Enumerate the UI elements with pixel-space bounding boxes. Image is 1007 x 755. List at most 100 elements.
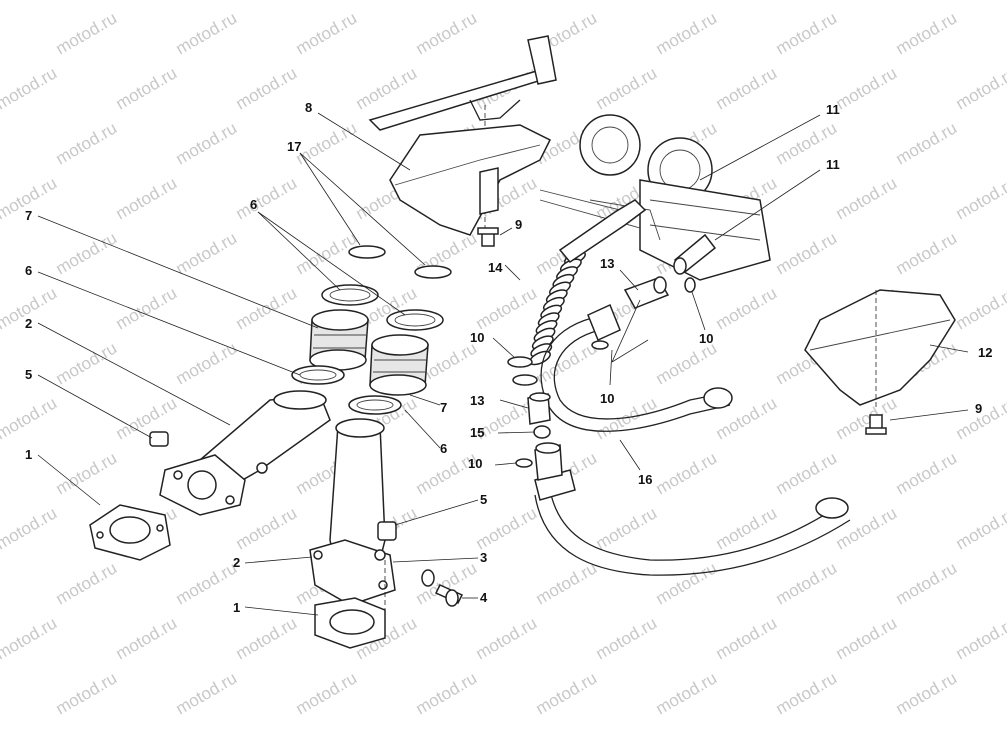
- watermark-text: motod.ru: [0, 503, 60, 553]
- callout-14: 14: [488, 260, 503, 275]
- valve-13-upper: [623, 276, 670, 309]
- watermark-text: motod.ru: [953, 613, 1007, 663]
- callout-3: 3: [480, 550, 487, 565]
- gasket-right: [314, 560, 386, 649]
- callout-7-left: 7: [25, 208, 32, 223]
- watermark-text: motod.ru: [953, 283, 1007, 333]
- callout-15: 15: [470, 425, 484, 440]
- watermark-text: motod.ru: [53, 228, 121, 278]
- watermark-text: motod.ru: [0, 0, 60, 3]
- callout-10-b: 10: [468, 456, 482, 471]
- watermark-text: motod.ru: [833, 63, 901, 113]
- watermark-text: motod.ru: [953, 0, 1007, 3]
- watermark-text: motod.ru: [473, 283, 541, 333]
- watermark-text: motod.ru: [413, 668, 481, 718]
- watermark-text: motod.ru: [773, 668, 841, 718]
- watermark-text: motod.ru: [773, 558, 841, 608]
- callout-9-front: 9: [515, 217, 522, 232]
- watermark-text: motod.ru: [953, 173, 1007, 223]
- hose-16: [540, 303, 733, 432]
- callout-10-d: 10: [699, 331, 713, 346]
- callout-11-a: 11: [826, 102, 840, 117]
- hose-joint: [534, 442, 563, 481]
- watermark-text: motod.ru: [113, 0, 181, 3]
- watermark-text: motod.ru: [773, 448, 841, 498]
- watermark-text: motod.ru: [53, 668, 121, 718]
- spring-washers: [348, 245, 452, 279]
- heat-shield-rear: [804, 289, 956, 410]
- bolt-9-rear: [865, 414, 887, 435]
- valve-13-lower: [527, 392, 551, 439]
- watermark-text: motod.ru: [833, 0, 901, 3]
- watermark-text: motod.ru: [53, 338, 121, 388]
- watermark-text: motod.ru: [53, 448, 121, 498]
- callout-13-a: 13: [600, 256, 614, 271]
- callout-11-b: 11: [826, 157, 840, 172]
- callout-10-a: 10: [470, 330, 484, 345]
- watermark-text: motod.ru: [173, 8, 241, 58]
- watermark-text: motod.ru: [953, 63, 1007, 113]
- watermark-text: motod.ru: [173, 338, 241, 388]
- watermark-text: motod.ru: [833, 173, 901, 223]
- watermark-text: motod.ru: [113, 393, 181, 443]
- watermark-text: motod.ru: [653, 558, 721, 608]
- watermark-text: motod.ru: [473, 613, 541, 663]
- callout-6-top: 6: [250, 197, 257, 212]
- callout-1-right: 1: [233, 600, 240, 615]
- hose-lower: [534, 469, 851, 576]
- watermark-text: motod.ru: [593, 503, 661, 553]
- callout-8: 8: [305, 100, 312, 115]
- watermark-text: motod.ru: [713, 613, 781, 663]
- watermark-text: motod.ru: [653, 668, 721, 718]
- callout-6-left: 6: [25, 263, 32, 278]
- watermark-text: motod.ru: [173, 118, 241, 168]
- watermark-text: motod.ru: [893, 558, 961, 608]
- watermark-text: motod.ru: [233, 173, 301, 223]
- watermark-text: motod.ru: [713, 0, 781, 3]
- spring-hose: [529, 250, 586, 366]
- carb-fitting: [673, 233, 717, 275]
- callout-17: 17: [287, 139, 301, 154]
- frame-tube: [368, 35, 557, 240]
- watermark-text: motod.ru: [893, 118, 961, 168]
- callout-6-bottom: 6: [440, 441, 447, 456]
- watermark-text: motod.ru: [0, 63, 60, 113]
- watermark-text: motod.ru: [413, 8, 481, 58]
- watermark-text: motod.ru: [713, 283, 781, 333]
- callout-16: 16: [638, 472, 652, 487]
- watermark-text: motod.ru: [353, 0, 421, 3]
- watermark-text: motod.ru: [233, 0, 301, 3]
- watermark-text: motod.ru: [233, 63, 301, 113]
- hardware-right: [374, 521, 464, 607]
- watermark-text: motod.ru: [773, 8, 841, 58]
- watermark-text: motod.ru: [833, 613, 901, 663]
- watermark-text: motod.ru: [293, 8, 361, 58]
- watermark-text: motod.ru: [53, 8, 121, 58]
- callout-5-left: 5: [25, 367, 32, 382]
- watermark-text: motod.ru: [593, 63, 661, 113]
- watermark-text: motod.ru: [893, 448, 961, 498]
- watermark-text: motod.ru: [353, 63, 421, 113]
- callout-5-right: 5: [480, 492, 487, 507]
- watermark-text: motod.ru: [113, 613, 181, 663]
- watermark-text: motod.ru: [53, 118, 121, 168]
- watermark-text: motod.ru: [293, 668, 361, 718]
- callout-12: 12: [978, 345, 992, 360]
- leader-lines: [37, 112, 969, 616]
- callout-2-left: 2: [25, 316, 32, 331]
- watermark-text: motod.ru: [293, 118, 361, 168]
- watermark-text: motod.ru: [653, 448, 721, 498]
- exhaust-pipe-right: [309, 418, 396, 606]
- watermark-text: motod.ru: [653, 8, 721, 58]
- watermark-text: motod.ru: [713, 503, 781, 553]
- exhaust-pipe-left: [159, 390, 331, 516]
- watermark-text: motod.ru: [173, 668, 241, 718]
- hose-clips: [507, 277, 696, 468]
- watermark-text: motod.ru: [233, 613, 301, 663]
- callout-7-bottom: 7: [440, 400, 447, 415]
- bolt-9-front: [477, 227, 499, 247]
- watermark-text: motod.ru: [713, 63, 781, 113]
- watermark-text: motod.ru: [893, 8, 961, 58]
- callout-2-right: 2: [233, 555, 240, 570]
